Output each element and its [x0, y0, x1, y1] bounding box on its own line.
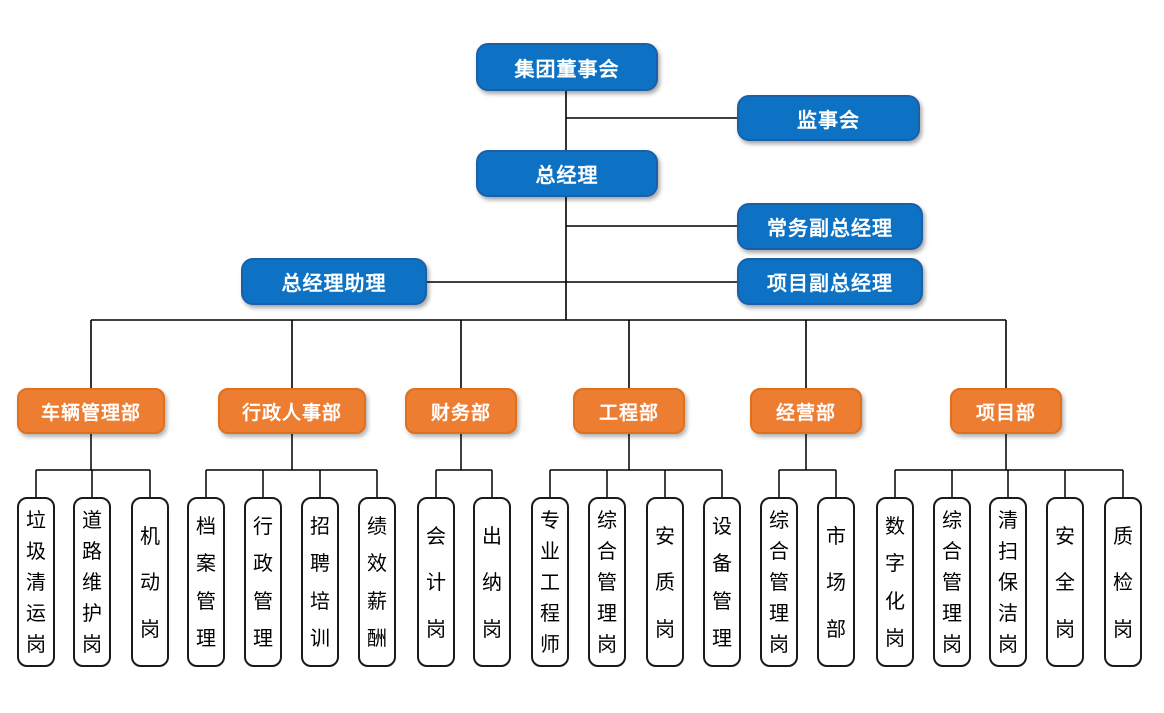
position-box: 招聘培训 [301, 497, 339, 667]
position-box: 设备管理 [703, 497, 741, 667]
dept-engineering: 工程部 [573, 388, 685, 434]
position-box: 道路维护岗 [73, 497, 111, 667]
dept-vehicle-management: 车辆管理部 [17, 388, 165, 434]
position-box: 质检岗 [1104, 497, 1142, 667]
dept-operations: 经营部 [750, 388, 862, 434]
node-supervisory-board: 监事会 [737, 95, 920, 141]
node-general-manager: 总经理 [476, 150, 658, 197]
position-box: 综合管理岗 [760, 497, 798, 667]
position-box: 行政管理 [244, 497, 282, 667]
node-group-board: 集团董事会 [476, 43, 658, 91]
position-box: 会计岗 [417, 497, 455, 667]
position-box: 安质岗 [646, 497, 684, 667]
position-box: 安全岗 [1046, 497, 1084, 667]
position-box: 出纳岗 [473, 497, 511, 667]
position-box: 绩效薪酬 [358, 497, 396, 667]
node-project-deputy-gm: 项目副总经理 [737, 258, 923, 305]
node-gm-assistant: 总经理助理 [241, 258, 427, 305]
position-box: 市场部 [817, 497, 855, 667]
position-box: 档案管理 [187, 497, 225, 667]
dept-finance: 财务部 [405, 388, 517, 434]
position-box: 综合管理岗 [933, 497, 971, 667]
position-box: 综合管理岗 [588, 497, 626, 667]
dept-admin-hr: 行政人事部 [218, 388, 366, 434]
position-box: 垃圾清运岗 [17, 497, 55, 667]
position-box: 专业工程师 [531, 497, 569, 667]
position-box: 机动岗 [131, 497, 169, 667]
position-box: 数字化岗 [876, 497, 914, 667]
dept-project: 项目部 [950, 388, 1062, 434]
position-box: 清扫保洁岗 [989, 497, 1027, 667]
node-executive-deputy-gm: 常务副总经理 [737, 203, 923, 250]
